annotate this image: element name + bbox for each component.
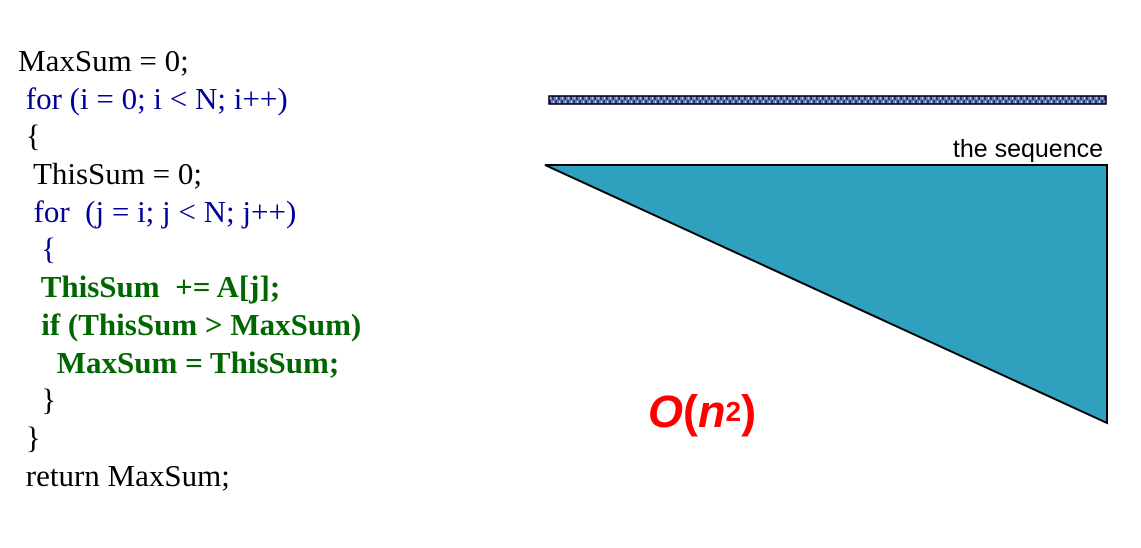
complexity-exponent: 2 (725, 396, 742, 427)
code-line: ThisSum += A[j]; (18, 269, 281, 305)
code-listing: MaxSum = 0; for (i = 0; i < N; i++) { Th… (18, 42, 361, 494)
code-line: } (18, 419, 41, 455)
complexity-label: O(n2) (648, 385, 756, 439)
code-line: { (18, 231, 57, 267)
code-line: ThisSum = 0; (18, 156, 203, 192)
code-line: MaxSum = ThisSum; (18, 344, 340, 380)
work-triangle (544, 164, 1108, 425)
code-line: return MaxSum; (18, 457, 230, 493)
code-line: for (i = 0; i < N; i++) (18, 80, 288, 116)
complexity-open-paren: ( (683, 386, 699, 437)
complexity-variable: n (698, 386, 726, 437)
code-line: MaxSum = 0; (18, 43, 189, 78)
complexity-letter: O (648, 386, 684, 437)
code-line: { (18, 118, 41, 154)
sequence-bar (548, 95, 1107, 105)
code-line: if (ThisSum > MaxSum) (18, 306, 362, 342)
sequence-label: the sequence (952, 135, 1103, 163)
complexity-close-paren: ) (741, 386, 757, 437)
code-line: for (j = i; j < N; j++) (18, 193, 297, 229)
code-line: } (18, 382, 57, 418)
